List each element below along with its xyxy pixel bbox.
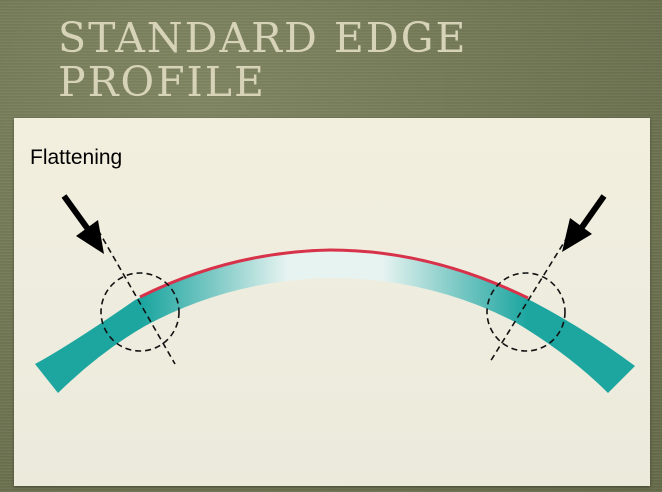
paper-panel [14,118,650,486]
title-line-2: PROFILE [58,58,266,106]
right-dashed-guide-line [489,235,569,363]
left-flattening-circle [100,272,180,352]
left-arrow-icon [61,194,104,254]
right-flattening-circle [486,272,566,352]
red-edge-highlight [139,248,529,300]
flattening-label: Flattening [30,146,123,169]
right-arrow-icon [562,194,607,252]
left-dashed-guide-line [97,229,176,365]
lens-band [35,250,635,393]
diagram-title: STANDARD EDGE PROFILE [58,16,467,104]
title-line-1: STANDARD EDGE [58,14,468,62]
